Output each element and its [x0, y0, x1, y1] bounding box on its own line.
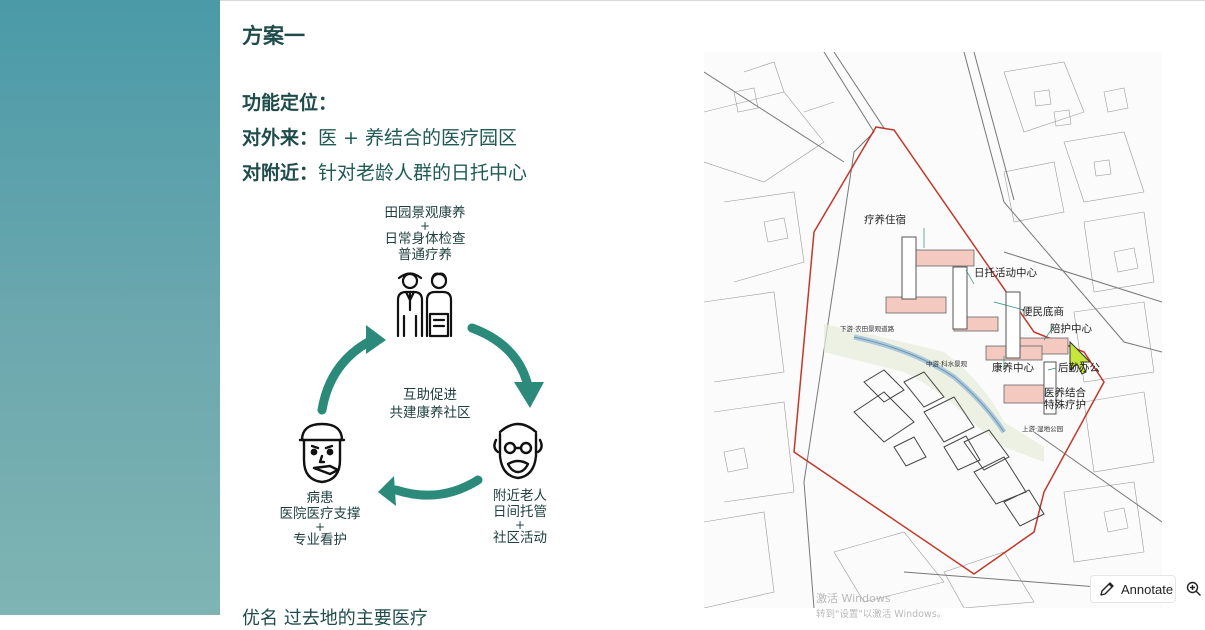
cycle-center-line1: 互助促进	[403, 387, 457, 403]
site-plan-drawing	[704, 52, 1162, 608]
cycle-top-line1: 田园景观康养	[384, 205, 466, 221]
cycle-top-line2: 日常身体检查	[384, 231, 466, 247]
slide-title: 方案一	[242, 24, 305, 48]
zoom-in-icon	[1186, 581, 1201, 596]
map-label-nursing-center: 陪护中心	[1050, 323, 1092, 335]
cycle-left-caption: 病患 医院医疗支撑 + 专业看护	[260, 490, 380, 548]
cycle-top-line3: 普通疗养	[398, 247, 452, 263]
map-label-health-center: 康养中心	[992, 362, 1034, 374]
patient-icon	[298, 422, 346, 484]
activation-watermark: 激活 Windows 转到"设置"以激活 Windows。	[816, 590, 946, 620]
site-boundary	[793, 126, 1105, 575]
external-positioning: 对外来：医 + 养结合的医疗园区	[242, 123, 517, 150]
map-label-medical-care: 医养结合	[1044, 387, 1086, 399]
pencil-icon	[1100, 582, 1114, 596]
cycle-left-line2: 医院医疗支撑	[279, 506, 361, 522]
cycle-left-line1: 病患	[306, 490, 334, 506]
external-text: 医 + 养结合的医疗园区	[318, 127, 518, 149]
elderly-man-icon	[493, 422, 543, 480]
cycle-right-line1: 附近老人	[493, 488, 547, 504]
map-label-downstream: 下游·农田景观道路	[840, 325, 895, 333]
top-divider	[220, 0, 1205, 1]
cycle-right-line2: 日间托管	[493, 504, 547, 520]
map-label-office: 后勤办公	[1058, 362, 1100, 374]
external-label: 对外来：	[242, 127, 319, 149]
cycle-top-caption: 田园景观康养 + 日常身体检查 普通疗养	[370, 205, 480, 263]
cycle-top-plus: +	[419, 219, 431, 233]
map-label-midstream: 中游·科水景观	[926, 360, 968, 368]
cycle-center-line2: 共建康养社区	[389, 405, 471, 421]
elderly-couple-icon	[396, 272, 453, 338]
map-label-residence: 疗养住宿	[864, 214, 906, 226]
map-label-upstream: 上游·湿地公园	[1022, 425, 1064, 433]
site-plan-map: 疗养住宿 日托活动中心 便民底商 陪护中心 康养中心 后勤办公 医养结合 特殊疗…	[704, 52, 1162, 608]
slide-canvas: 方案一 功能定位： 对外来：医 + 养结合的医疗园区 对附近：针对老龄人群的日托…	[220, 0, 1205, 629]
nearby-text: 针对老龄人群的日托中心	[318, 162, 528, 184]
nearby-label: 对附近：	[242, 162, 319, 184]
function-heading: 功能定位：	[242, 92, 338, 114]
map-label-day-care: 日托活动中心	[974, 267, 1037, 279]
cycle-left-line3: 专业看护	[293, 532, 347, 548]
zoom-button[interactable]	[1183, 575, 1205, 603]
watermark-line1: 激活 Windows	[816, 592, 891, 605]
nearby-positioning: 对附近：针对老龄人群的日托中心	[242, 158, 527, 185]
cycle-right-caption: 附近老人 日间托管 + 社区活动	[470, 488, 570, 546]
watermark-line2: 转到"设置"以激活 Windows。	[816, 609, 947, 620]
cycle-center-caption: 互助促进 共建康养社区	[370, 386, 490, 422]
annotate-label: Annotate	[1121, 581, 1174, 597]
annotate-button[interactable]: Annotate	[1090, 575, 1176, 603]
cycle-right-line3: 社区活动	[493, 530, 547, 546]
map-label-special-care: 特殊疗护	[1044, 399, 1086, 411]
map-label-convenience: 便民底商	[1022, 306, 1064, 318]
cycle-right-plus: +	[514, 518, 526, 532]
sidebar-panel	[0, 0, 220, 615]
slide-bottom-text: 优名 过去地的主要医疗	[242, 608, 428, 629]
cycle-arrows	[317, 323, 544, 506]
cycle-left-plus: +	[314, 520, 326, 534]
